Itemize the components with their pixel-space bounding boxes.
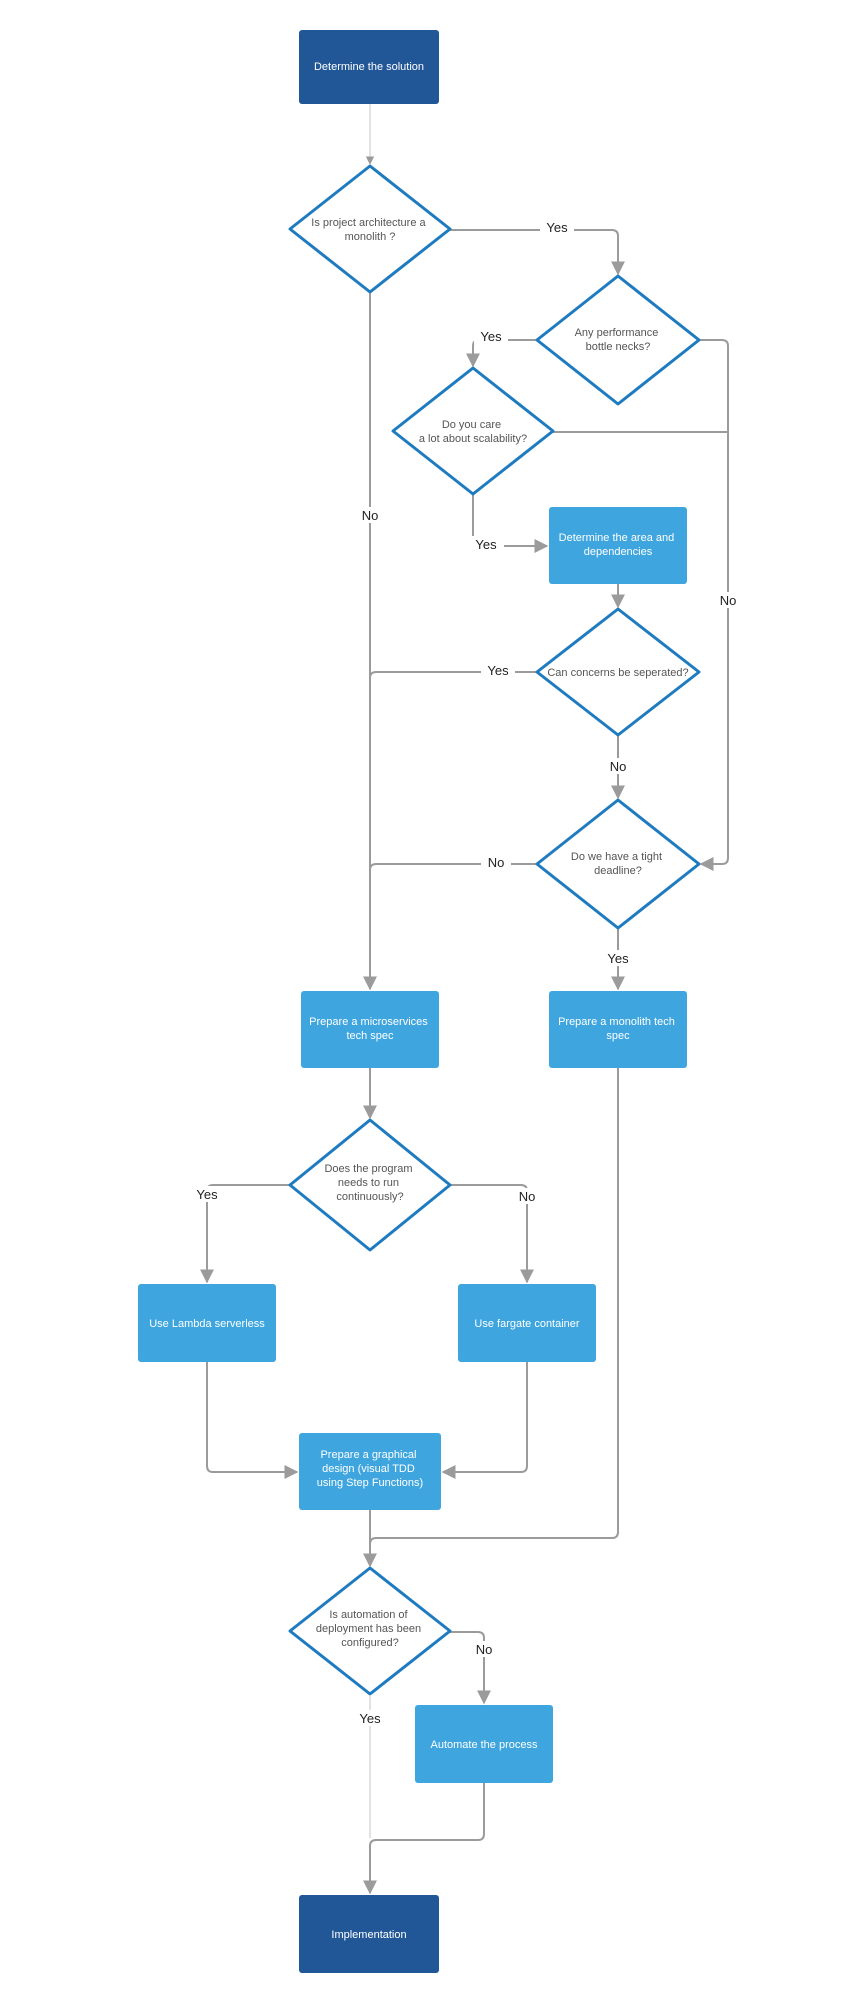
edge-deadline-no: [369, 863, 537, 871]
edge-label-continuous-yes: Yes: [196, 1187, 218, 1202]
node-graphical-line2: design (visual TDD: [322, 1463, 415, 1475]
edge-label-automation-yes: Yes: [359, 1711, 381, 1726]
decision-scalability-line2: a lot about scalability?: [419, 433, 527, 445]
node-graphical-design-label: Prepare a graphical design (visual TDD u…: [317, 1449, 423, 1489]
decision-is-monolith-line1: Is project architecture a: [311, 217, 426, 229]
decision-concerns-separated-label: Can concerns be seperated?: [547, 667, 688, 679]
decision-care-scalability-label: Do you care a lot about scalability?: [419, 419, 527, 445]
node-determine-area-label: Determine the area and dependencies: [559, 532, 678, 558]
decision-perf-line2: bottle necks?: [586, 341, 651, 353]
decision-continuous-line2: needs to run: [338, 1177, 399, 1189]
edge-automation-no: [450, 1631, 491, 1705]
decision-deadline-line1: Do we have a tight: [571, 851, 662, 863]
decision-scalability-line1: Do you care: [442, 419, 501, 431]
node-micro-line1: Prepare a microservices: [309, 1016, 428, 1028]
decision-perf-bottlenecks-label: Any performance bottle necks?: [575, 327, 662, 353]
node-micro-line2: tech spec: [346, 1030, 394, 1042]
decision-concerns-separated[interactable]: Can concerns be seperated?: [535, 607, 701, 737]
node-determine-solution-label: Determine the solution: [314, 61, 424, 73]
edge-concerns-yes: [369, 671, 537, 679]
node-microservices-spec[interactable]: Prepare a microservices tech spec: [301, 991, 439, 1068]
node-monolith-line1: Prepare a monolith tech: [558, 1016, 675, 1028]
node-fargate[interactable]: Use fargate container: [458, 1284, 596, 1362]
node-lambda[interactable]: Use Lambda serverless: [138, 1284, 276, 1362]
node-monolith-spec-label: Prepare a monolith tech spec: [558, 1016, 678, 1042]
node-monolith-line2: spec: [606, 1030, 630, 1042]
edge-label-perf-yes: Yes: [480, 329, 502, 344]
edge-labels: Yes Yes No Yes No Yes No No Yes Yes No N…: [190, 219, 743, 1726]
decision-automation-configured-label: Is automation of deployment has been con…: [316, 1609, 424, 1649]
node-lambda-label: Use Lambda serverless: [149, 1318, 265, 1330]
node-automate-process-label: Automate the process: [430, 1739, 538, 1751]
node-graphical-design[interactable]: Prepare a graphical design (visual TDD u…: [299, 1433, 441, 1510]
decision-automation-line3: configured?: [341, 1637, 399, 1649]
node-graphical-line3: using Step Functions): [317, 1477, 423, 1489]
node-determine-area-line1: Determine the area and: [559, 532, 675, 544]
edge-label-perf-no: No: [720, 593, 737, 608]
decision-is-monolith-label: Is project architecture a monolith ?: [311, 217, 428, 243]
node-automate-process[interactable]: Automate the process: [415, 1705, 553, 1783]
edge-label-scalability-yes: Yes: [475, 537, 497, 552]
node-implementation[interactable]: Implementation: [299, 1895, 439, 1973]
decision-automation-line2: deployment has been: [316, 1623, 421, 1635]
edge-label-monolith-no: No: [362, 508, 379, 523]
edge-monolith-yes: [450, 229, 625, 276]
edge-label-concerns-yes: Yes: [487, 663, 509, 678]
edge-label-automation-no: No: [476, 1642, 493, 1657]
node-determine-solution[interactable]: Determine the solution: [299, 30, 439, 104]
decision-continuous-line1: Does the program: [324, 1163, 412, 1175]
decision-tight-deadline-label: Do we have a tight deadline?: [571, 851, 665, 877]
edge-label-concerns-no: No: [610, 759, 627, 774]
decision-deadline-line2: deadline?: [594, 865, 642, 877]
decision-continuous-line3: continuously?: [336, 1191, 403, 1203]
edge-label-continuous-no: No: [519, 1189, 536, 1204]
decision-tight-deadline[interactable]: Do we have a tight deadline?: [535, 798, 701, 930]
edge-fargate-to-graphical: [441, 1362, 528, 1479]
decision-care-scalability[interactable]: Do you care a lot about scalability?: [391, 366, 555, 496]
decision-is-monolith-line2: monolith ?: [345, 231, 396, 243]
edge-label-monolith-yes: Yes: [546, 220, 568, 235]
decision-is-monolith[interactable]: Is project architecture a monolith ?: [288, 164, 452, 294]
decision-perf-bottlenecks[interactable]: Any performance bottle necks?: [535, 274, 701, 406]
edge-label-deadline-yes: Yes: [607, 951, 629, 966]
decision-run-continuously-label: Does the program needs to run continuous…: [324, 1163, 415, 1203]
edge-lambda-to-graphical: [206, 1362, 299, 1479]
node-monolith-spec[interactable]: Prepare a monolith tech spec: [549, 991, 687, 1068]
node-graphical-line1: Prepare a graphical: [320, 1449, 416, 1461]
node-determine-area[interactable]: Determine the area and dependencies: [549, 507, 687, 584]
node-implementation-label: Implementation: [331, 1929, 406, 1941]
edge-automate-to-implementation: [363, 1783, 485, 1895]
decision-automation-line1: Is automation of: [329, 1609, 408, 1621]
decision-run-continuously[interactable]: Does the program needs to run continuous…: [288, 1118, 452, 1252]
edge-label-deadline-no: No: [488, 855, 505, 870]
decision-automation-configured[interactable]: Is automation of deployment has been con…: [288, 1566, 452, 1696]
node-determine-area-line2: dependencies: [584, 546, 653, 558]
node-fargate-label: Use fargate container: [474, 1318, 580, 1330]
node-microservices-spec-label: Prepare a microservices tech spec: [309, 1016, 431, 1042]
decision-perf-line1: Any performance: [575, 327, 659, 339]
